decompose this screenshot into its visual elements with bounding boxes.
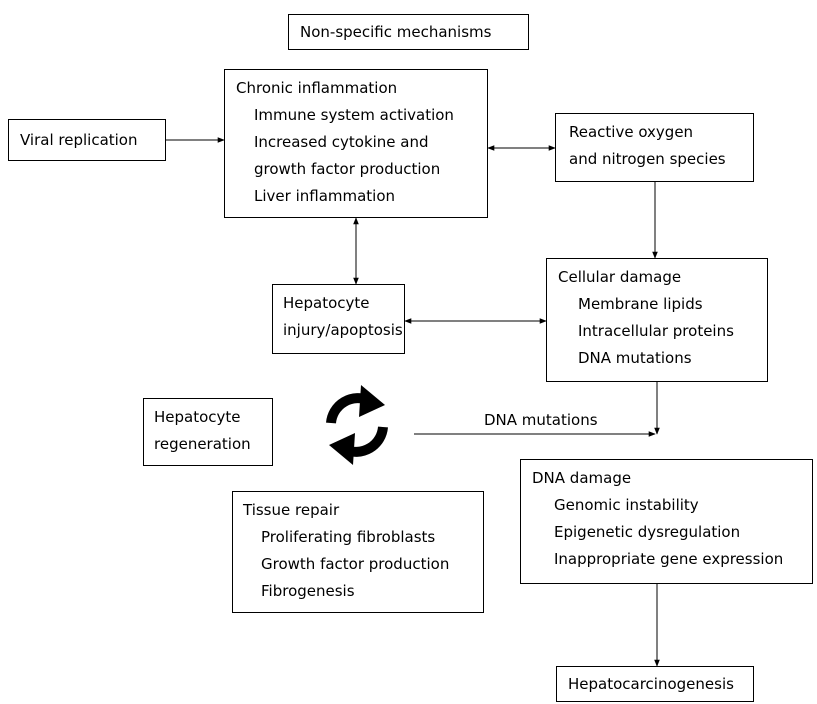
reactive-species-box: Reactive oxygen and nitrogen species [555, 113, 754, 182]
cellular-item: DNA mutations [578, 349, 692, 367]
inflammation-heading: Chronic inflammation [236, 79, 398, 97]
tissue-repair-box: Tissue repair Proliferating fibroblasts … [232, 491, 484, 613]
inflammation-item: growth factor production [254, 160, 441, 178]
dna-damage-box: DNA damage Genomic instability Epigeneti… [520, 459, 813, 584]
regeneration-line: regeneration [154, 435, 251, 453]
hepatocyte-regeneration-box: Hepatocyte regeneration [143, 398, 273, 466]
cellular-item: Membrane lipids [578, 295, 703, 313]
inflammation-item: Increased cytokine and [254, 133, 429, 151]
hepatocyte-injury-line: Hepatocyte [283, 294, 370, 312]
cellular-item: Intracellular proteins [578, 322, 734, 340]
outcome-label: Hepatocarcinogenesis [568, 675, 734, 693]
hepatocarcinogenesis-box: Hepatocarcinogenesis [556, 666, 754, 702]
hepatocyte-injury-line: injury/apoptosis [283, 321, 403, 339]
viral-replication-box: Viral replication [8, 119, 166, 161]
tissue-repair-heading: Tissue repair [243, 501, 340, 519]
inflammation-item: Liver inflammation [254, 187, 396, 205]
regeneration-line: Hepatocyte [154, 408, 241, 426]
tissue-repair-item: Growth factor production [261, 555, 450, 573]
reactive-species-line: and nitrogen species [569, 150, 726, 168]
dna-damage-item: Epigenetic dysregulation [554, 523, 741, 541]
title-label: Non-specific mechanisms [300, 23, 492, 41]
tissue-repair-item: Proliferating fibroblasts [261, 528, 436, 546]
non-specific-mechanisms-box: Non-specific mechanisms [288, 14, 529, 50]
dna-damage-heading: DNA damage [532, 469, 632, 487]
hepatocyte-injury-box: Hepatocyte injury/apoptosis [272, 284, 405, 354]
cellular-damage-box: Cellular damage Membrane lipids Intracel… [546, 258, 768, 382]
inflammation-item: Immune system activation [254, 106, 454, 124]
dna-damage-item: Genomic instability [554, 496, 699, 514]
viral-replication-label: Viral replication [20, 131, 138, 149]
reactive-species-line: Reactive oxygen [569, 123, 694, 141]
tissue-repair-item: Fibrogenesis [261, 582, 355, 600]
chronic-inflammation-box: Chronic inflammation Immune system activ… [224, 69, 488, 218]
dna-damage-item: Inappropriate gene expression [554, 550, 784, 568]
dna-mutations-arrow-label: DNA mutations [484, 411, 598, 429]
cycle-arrows-icon [326, 385, 388, 465]
cellular-heading: Cellular damage [558, 268, 682, 286]
